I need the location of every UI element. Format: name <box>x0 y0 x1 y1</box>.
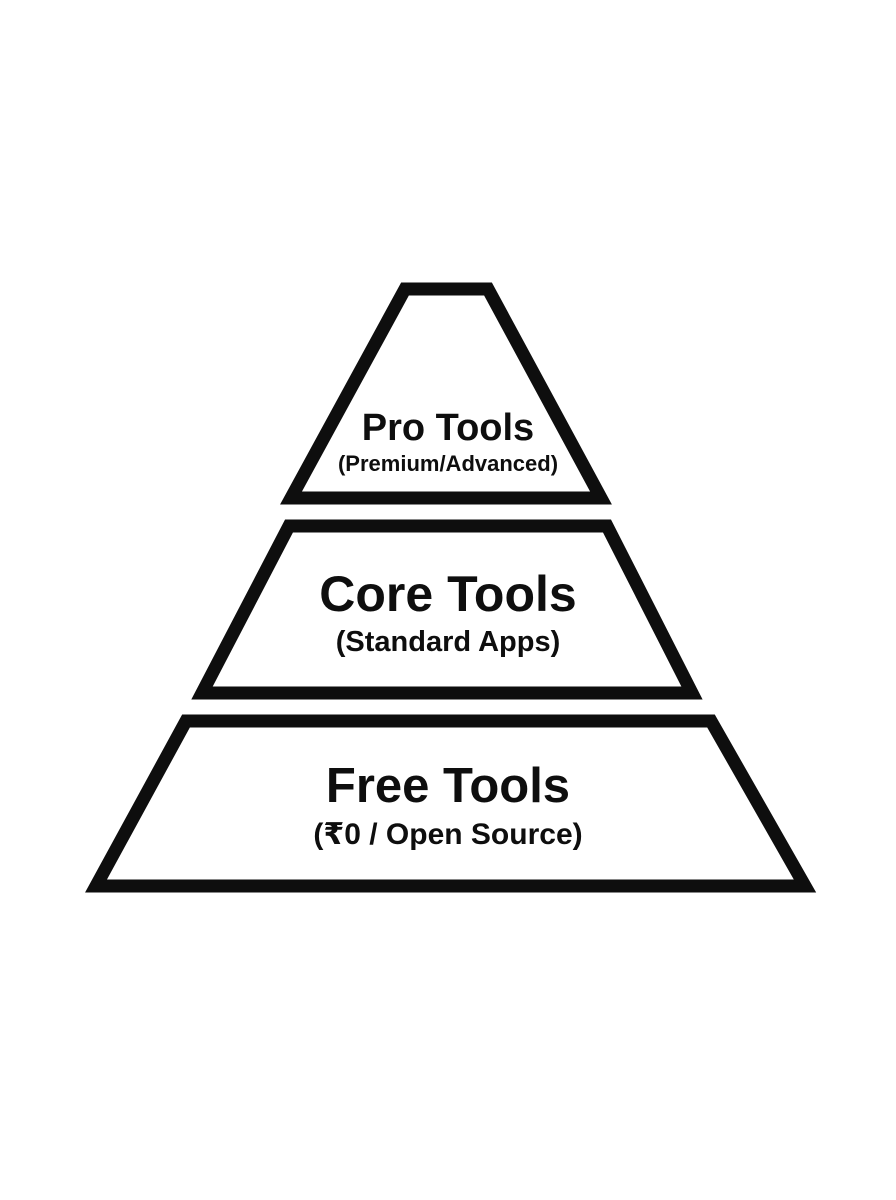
tier-free-tools-sublabel: (₹0 / Open Source) <box>313 818 582 851</box>
tier-core-tools-label: Core Tools <box>319 566 576 622</box>
tier-free-tools-shape <box>85 714 817 893</box>
tier-free-tools-label: Free Tools <box>326 759 570 813</box>
tier-pro-tools: Pro Tools (Premium/Advanced) <box>280 282 612 505</box>
tier-core-tools-sublabel: (Standard Apps) <box>336 626 560 658</box>
tier-core-tools-shape <box>191 519 703 700</box>
tier-free-tools: Free Tools (₹0 / Open Source) <box>85 714 817 893</box>
tier-core-tools: Core Tools (Standard Apps) <box>191 519 703 700</box>
tier-pro-tools-label: Pro Tools <box>362 407 534 449</box>
tier-pro-tools-shape <box>280 282 612 505</box>
tier-pro-tools-sublabel: (Premium/Advanced) <box>338 451 558 476</box>
